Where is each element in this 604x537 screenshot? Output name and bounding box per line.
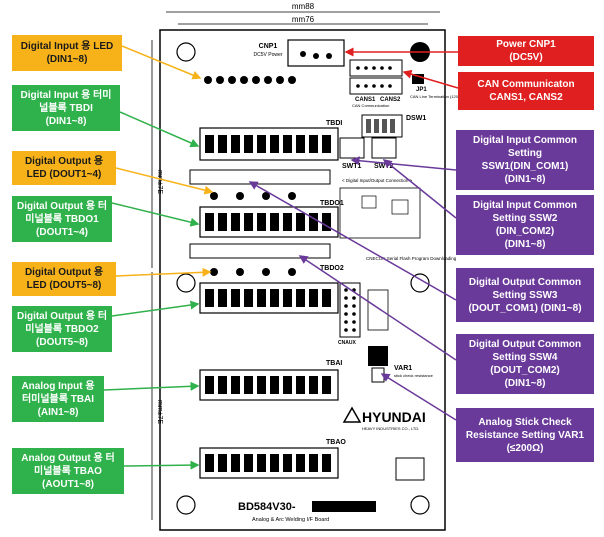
var1-sub: stick check resistance <box>394 373 434 378</box>
cnecon-label: CNECON Serial Flash Program Downloading <box>366 256 457 261</box>
dig-io-conn-label: < Digital Input/Output Connection > <box>342 178 413 183</box>
var1-label: VAR1 <box>394 365 412 372</box>
cnecon-header <box>367 289 389 331</box>
dsw1-label: DSW1 <box>406 115 426 122</box>
jp1-label: JP1 <box>416 87 427 93</box>
dim-top-outer: mm88 <box>292 2 315 11</box>
din-leds <box>204 76 296 84</box>
cans1-label: CANS1 <box>355 97 376 103</box>
jp1-jumper <box>412 74 424 84</box>
dout5-8-leds <box>210 268 296 276</box>
model-redaction <box>312 501 376 512</box>
cnaux-header <box>339 282 361 338</box>
swt1-label: SWT1 <box>342 163 362 170</box>
cnaux-label: CNAUX <box>338 340 356 346</box>
dim-left-upper: mm±7E <box>156 170 163 194</box>
hyundai-logo-icon <box>342 406 362 423</box>
brand-label: HYUNDAI <box>362 409 426 425</box>
din-com-strip <box>189 169 331 185</box>
cnp1-label: CNP1 <box>259 43 278 50</box>
mounting-hole-br <box>410 495 430 515</box>
model-sub: Analog & Arc Welding I/F Board <box>252 517 329 523</box>
tbdo1-label: TBDO1 <box>320 200 344 207</box>
cans2-connector <box>349 77 403 95</box>
mounting-hole-mr <box>410 273 430 293</box>
can-comm-label: CAN Communication <box>352 103 389 108</box>
cans2-label: CANS2 <box>380 97 401 103</box>
swt2-switch <box>371 137 397 159</box>
mounting-hole-bl <box>176 495 196 515</box>
mounting-hole-ml <box>176 273 196 293</box>
dout1-4-leds <box>210 192 296 200</box>
cnp1-sub: DC5V Power <box>254 52 283 58</box>
jp1-sub: CAN Line Termination (120ohm) <box>410 94 468 99</box>
label-din-led: Digital Input 용 LED(DIN1~8) <box>12 35 122 71</box>
mounting-hole-tl <box>176 42 196 62</box>
dout-com-strip <box>189 243 331 259</box>
label-cnp1: Power CNP1(DC5V) <box>458 36 594 66</box>
dim-left-lower: mm±7E <box>156 400 163 424</box>
brand-sub: HEAVY INDUSTRIES CO., LTD. <box>362 426 419 431</box>
tbai-label: TBAI <box>326 360 342 367</box>
var1-potentiometer <box>368 346 388 366</box>
swt1-switch <box>339 137 365 159</box>
cans1-connector <box>349 59 403 77</box>
relay-schematic <box>339 187 421 239</box>
board-outline <box>159 29 446 531</box>
model-label: BD584V30- <box>238 501 296 513</box>
aux-connector <box>395 457 425 481</box>
tbdo2-label: TBDO2 <box>320 265 344 272</box>
dim-top-inner: mm76 <box>292 15 315 24</box>
tbdi-label: TBDI <box>326 120 342 127</box>
tbao-label: TBAO <box>326 439 346 446</box>
